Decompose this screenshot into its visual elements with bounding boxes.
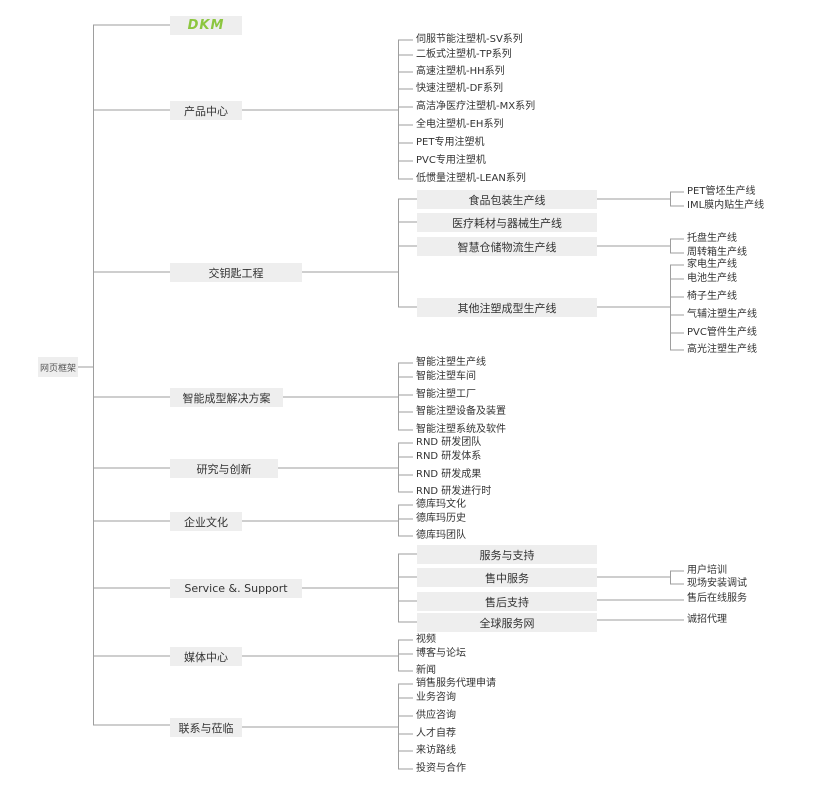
service-sub-support[interactable]: 服务与支持 <box>417 545 597 564</box>
smart-item[interactable]: 智能注塑设备及装置 <box>416 406 506 417</box>
service-leaf[interactable]: 诚招代理 <box>687 614 727 625</box>
culture-item[interactable]: 德库玛团队 <box>416 530 466 541</box>
smart-item[interactable]: 智能注塑生产线 <box>416 357 486 368</box>
logo-node[interactable]: DKM <box>170 16 242 35</box>
contact-item[interactable]: 销售服务代理申请 <box>416 678 496 689</box>
research-item[interactable]: RND 研发团队 <box>416 437 482 448</box>
product-item[interactable]: 伺服节能注塑机-SV系列 <box>416 34 523 45</box>
contact-item[interactable]: 人才自荐 <box>416 728 456 739</box>
media-item[interactable]: 新闻 <box>416 665 436 676</box>
research-item[interactable]: RND 研发进行时 <box>416 486 492 497</box>
turnkey-leaf[interactable]: PET管坯生产线 <box>687 186 756 197</box>
node-product[interactable]: 产品中心 <box>170 101 242 120</box>
turnkey-sub-logistics[interactable]: 智慧仓储物流生产线 <box>417 237 597 256</box>
contact-item[interactable]: 来访路线 <box>416 745 456 756</box>
turnkey-leaf[interactable]: 椅子生产线 <box>687 291 737 302</box>
product-item[interactable]: 高速注塑机-HH系列 <box>416 66 505 77</box>
service-sub-presale[interactable]: 售中服务 <box>417 568 597 587</box>
research-item[interactable]: RND 研发成果 <box>416 469 482 480</box>
product-item[interactable]: PVC专用注塑机 <box>416 155 486 166</box>
turnkey-leaf[interactable]: 家电生产线 <box>687 259 737 270</box>
product-item[interactable]: 快速注塑机-DF系列 <box>416 83 504 94</box>
service-leaf[interactable]: 现场安装调试 <box>687 578 747 589</box>
turnkey-leaf[interactable]: 电池生产线 <box>687 273 737 284</box>
contact-item[interactable]: 供应咨询 <box>416 710 456 721</box>
turnkey-sub-medical[interactable]: 医疗耗材与器械生产线 <box>417 213 597 232</box>
research-item[interactable]: RND 研发体系 <box>416 451 482 462</box>
service-leaf[interactable]: 售后在线服务 <box>687 593 747 604</box>
node-culture[interactable]: 企业文化 <box>170 512 242 531</box>
product-item[interactable]: 全电注塑机-EH系列 <box>416 119 504 130</box>
contact-item[interactable]: 业务咨询 <box>416 692 456 703</box>
smart-item[interactable]: 智能注塑系统及软件 <box>416 424 506 435</box>
turnkey-leaf[interactable]: IML膜内贴生产线 <box>687 200 765 211</box>
product-item[interactable]: 高洁净医疗注塑机-MX系列 <box>416 101 536 112</box>
turnkey-sub-other[interactable]: 其他注塑成型生产线 <box>417 298 597 317</box>
turnkey-sub-food[interactable]: 食品包装生产线 <box>417 190 597 209</box>
root-node: 网页框架 <box>38 357 78 377</box>
turnkey-leaf[interactable]: 周转箱生产线 <box>687 247 747 258</box>
smart-item[interactable]: 智能注塑车间 <box>416 371 476 382</box>
turnkey-leaf[interactable]: 托盘生产线 <box>687 233 737 244</box>
turnkey-leaf[interactable]: 气辅注塑生产线 <box>687 309 757 320</box>
turnkey-leaf[interactable]: 高光注塑生产线 <box>687 344 757 355</box>
media-item[interactable]: 视频 <box>416 634 436 645</box>
culture-item[interactable]: 德库玛历史 <box>416 513 466 524</box>
service-sub-aftersale[interactable]: 售后支持 <box>417 592 597 611</box>
product-item[interactable]: 低惯量注塑机-LEAN系列 <box>416 173 526 184</box>
media-item[interactable]: 博客与论坛 <box>416 648 466 659</box>
product-item[interactable]: 二板式注塑机-TP系列 <box>416 49 512 60</box>
turnkey-leaf[interactable]: PVC管件生产线 <box>687 327 757 338</box>
node-media[interactable]: 媒体中心 <box>170 647 242 666</box>
contact-item[interactable]: 投资与合作 <box>416 763 466 774</box>
culture-item[interactable]: 德库玛文化 <box>416 499 466 510</box>
node-service[interactable]: Service &. Support <box>170 579 302 598</box>
smart-item[interactable]: 智能注塑工厂 <box>416 389 476 400</box>
service-sub-global[interactable]: 全球服务网 <box>417 613 597 632</box>
node-smart-molding[interactable]: 智能成型解决方案 <box>170 388 283 407</box>
node-turnkey[interactable]: 交钥匙工程 <box>170 263 302 282</box>
service-leaf[interactable]: 用户培训 <box>687 565 727 576</box>
node-research[interactable]: 研究与创新 <box>170 459 278 478</box>
product-item[interactable]: PET专用注塑机 <box>416 137 485 148</box>
node-contact[interactable]: 联系与莅临 <box>170 718 242 737</box>
